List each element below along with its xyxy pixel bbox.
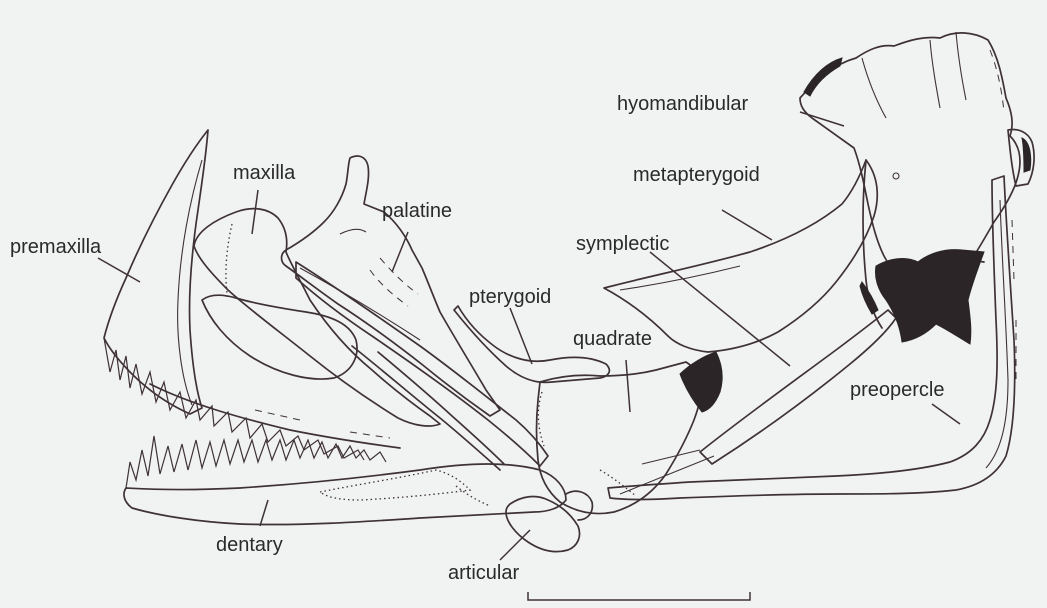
label-palatine: palatine [382,201,452,221]
label-symplectic: symplectic [576,234,669,254]
leader-metapterygoid [722,210,772,240]
leader-preopercle [932,404,960,424]
cartilage-hyoid [875,250,984,344]
lower-teeth [126,436,386,488]
label-maxilla: maxilla [233,163,295,183]
maxilla-loop [202,295,357,379]
leader-hyomandibular [800,112,844,126]
cartilage-quadrate [680,352,722,412]
premaxilla-bone [104,130,208,414]
label-pterygoid: pterygoid [469,287,551,307]
label-hyomandibular: hyomandibular [617,94,748,114]
metapterygoid-bone [604,160,877,352]
label-quadrate: quadrate [573,329,652,349]
label-articular: articular [448,563,519,583]
cartilage-interhyal [860,282,878,314]
upper-teeth [104,338,364,460]
leader-quadrate [626,360,630,412]
leader-maxilla [252,190,258,234]
leader-dentary [260,500,268,526]
leader-palatine [392,232,408,272]
label-preopercle: preopercle [850,380,945,400]
leader-symplectic [650,252,790,366]
quadrate-bone [537,362,702,514]
scale-bar [528,592,750,600]
label-premaxilla: premaxilla [10,237,101,257]
maxilla-bone [194,209,440,426]
dentary-bone [124,464,566,525]
leader-pterygoid [510,308,532,364]
label-dentary: dentary [216,535,283,555]
label-metapterygoid: metapterygoid [633,165,760,185]
leader-articular [500,530,530,560]
